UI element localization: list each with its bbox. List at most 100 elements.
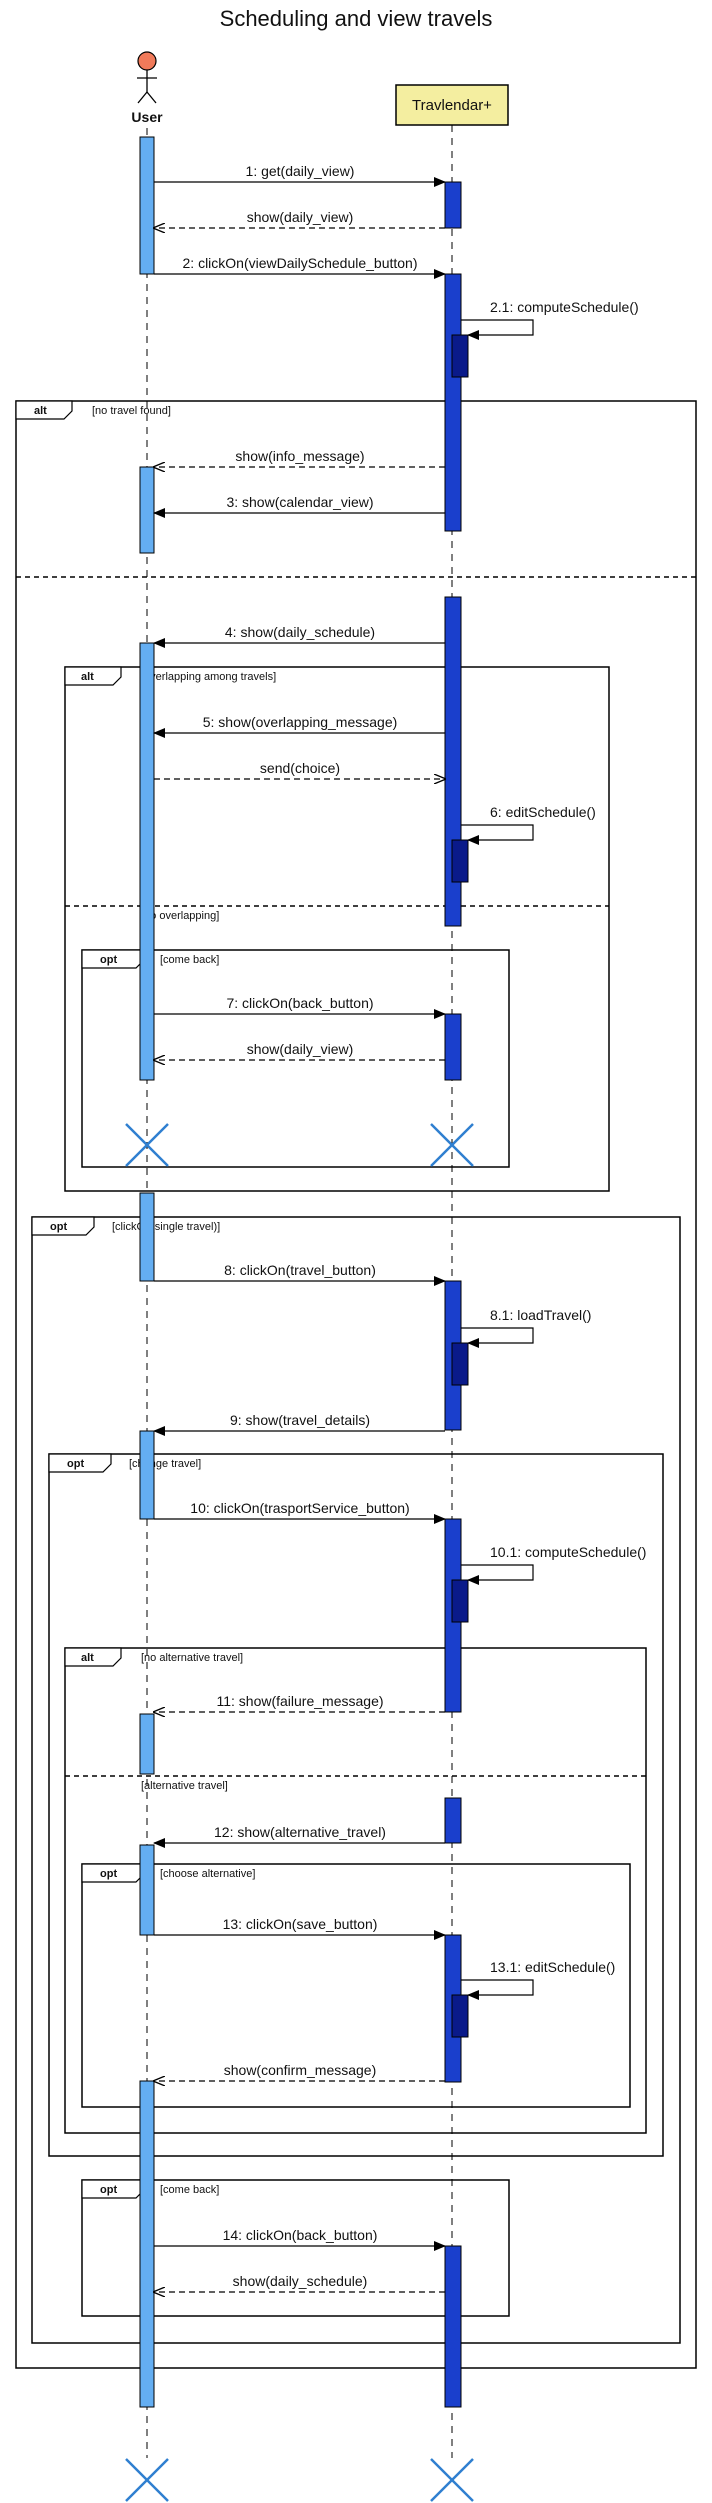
fragment-operator: opt	[50, 1221, 67, 1233]
system-activation	[444, 273, 462, 532]
message-label: 7: clickOn(back_button)	[226, 995, 373, 1011]
fragment-guard: [choose alternative]	[160, 1868, 255, 1880]
nested-activation	[451, 334, 469, 378]
fragment-guard: [clickOn(single travel)]	[112, 1221, 220, 1233]
system-activation	[444, 181, 462, 229]
user-activation	[139, 466, 155, 554]
user-activation	[139, 2080, 155, 2408]
message-label: 5: show(overlapping_message)	[203, 714, 398, 730]
fragment-alt-no-alternative: alt [no alternative travel] [alternative…	[64, 1647, 647, 2134]
message-show-daily-schedule: 4: show(daily_schedule)	[153, 624, 445, 648]
system-participant-label: Travlendar+	[412, 97, 492, 114]
message-edit-schedule-2: 13.1: editSchedule()	[461, 1959, 615, 2000]
fragment-guard: [come back]	[160, 2184, 219, 2196]
user-activation	[139, 1430, 155, 1520]
user-activation	[139, 1192, 155, 1282]
fragment-operator: alt	[81, 1652, 94, 1664]
fragment-operator: opt	[67, 1458, 84, 1470]
fragment-operator: opt	[100, 954, 117, 966]
fragment-else-guard: [alternative travel]	[141, 1780, 228, 1792]
message-show-overlapping-message: 5: show(overlapping_message)	[153, 714, 445, 738]
message-load-travel: 8.1: loadTravel()	[461, 1307, 591, 1348]
fragment-operator: opt	[100, 2184, 117, 2196]
destroy-icon	[430, 2458, 474, 2502]
fragment-opt-come-back: opt [come back]	[81, 949, 510, 1168]
diagram-title: Scheduling and view travels	[220, 6, 493, 31]
nested-activation	[451, 1342, 469, 1386]
message-click-back-button: 7: clickOn(back_button)	[154, 995, 446, 1019]
message-click-transport-service: 10: clickOn(trasportService_button)	[154, 1500, 446, 1524]
message-label: show(daily_schedule)	[233, 2273, 368, 2289]
system-activation	[444, 1013, 462, 1081]
fragment-guard: [no travel found]	[92, 405, 171, 417]
message-click-travel-button: 8: clickOn(travel_button)	[154, 1262, 446, 1286]
message-compute-schedule: 2.1: computeSchedule()	[461, 299, 639, 340]
message-label: 11: show(failure_message)	[216, 1693, 383, 1709]
fragment-alt-overlapping: alt [overlapping among travels] [no over…	[64, 666, 610, 1192]
user-activation	[139, 136, 155, 275]
message-label: show(info_message)	[235, 448, 364, 464]
fragment-opt-come-back-2: opt [come back]	[81, 2179, 510, 2317]
system-activation	[444, 2245, 462, 2408]
destroy-icon	[430, 1123, 474, 1167]
message-show-daily-schedule-2: show(daily_schedule)	[154, 2273, 445, 2292]
message-label: 4: show(daily_schedule)	[225, 624, 375, 640]
message-label: 13.1: editSchedule()	[490, 1959, 615, 1975]
fragment-guard: [no alternative travel]	[141, 1652, 243, 1664]
message-label: 14: clickOn(back_button)	[223, 2227, 378, 2243]
message-show-travel-details: 9: show(travel_details)	[153, 1412, 445, 1436]
message-show-info-message: show(info_message)	[154, 448, 445, 467]
actor-head-icon	[137, 51, 157, 71]
user-activation	[139, 1713, 155, 1775]
destroy-icon	[125, 1123, 169, 1167]
message-label: 13: clickOn(save_button)	[223, 1916, 378, 1932]
message-show-failure-message: 11: show(failure_message)	[154, 1693, 445, 1712]
fragment-alt-no-travel-found: alt [no travel found]	[15, 400, 697, 2369]
fragment-else-guard: [no overlapping]	[141, 910, 219, 922]
message-label: 8: clickOn(travel_button)	[224, 1262, 376, 1278]
user-actor: User	[131, 51, 163, 125]
nested-activation	[451, 1579, 469, 1623]
message-label: 3: show(calendar_view)	[226, 494, 373, 510]
message-label: show(daily_view)	[247, 209, 354, 225]
fragment-operator: alt	[81, 671, 94, 683]
message-label: show(confirm_message)	[224, 2062, 377, 2078]
user-activation	[139, 642, 155, 1081]
user-actor-label: User	[131, 109, 163, 125]
message-show-calendar-view: 3: show(calendar_view)	[153, 494, 445, 518]
system-participant: Travlendar+	[395, 84, 509, 126]
message-click-view-daily-schedule: 2: clickOn(viewDailySchedule_button)	[154, 255, 446, 279]
message-label: 10: clickOn(trasportService_button)	[190, 1500, 409, 1516]
message-click-save-button: 13: clickOn(save_button)	[154, 1916, 446, 1940]
user-activation	[139, 1844, 155, 1936]
system-activations	[444, 181, 469, 2408]
fragment-operator: opt	[100, 1868, 117, 1880]
nested-activation	[451, 1994, 469, 2038]
nested-activation	[451, 839, 469, 883]
message-label: 2.1: computeSchedule()	[490, 299, 639, 315]
message-label: 1: get(daily_view)	[246, 163, 355, 179]
message-send-choice: send(choice)	[154, 760, 445, 779]
fragment-opt-choose-alternative: opt [choose alternative]	[81, 1863, 631, 2108]
message-get-daily-view: 1: get(daily_view)	[154, 163, 446, 187]
message-label: 10.1: computeSchedule()	[490, 1544, 646, 1560]
message-label: 6: editSchedule()	[490, 804, 596, 820]
message-label: 9: show(travel_details)	[230, 1412, 370, 1428]
message-show-confirm-message: show(confirm_message)	[154, 2062, 445, 2081]
message-edit-schedule: 6: editSchedule()	[461, 804, 596, 845]
message-label: 12: show(alternative_travel)	[214, 1824, 386, 1840]
message-click-back-button-2: 14: clickOn(back_button)	[154, 2227, 446, 2251]
fragment-guard: [come back]	[160, 954, 219, 966]
message-show-daily-view: show(daily_view)	[154, 209, 445, 228]
message-show-daily-view-2: show(daily_view)	[154, 1041, 445, 1060]
message-label: send(choice)	[260, 760, 340, 776]
destroy-icon	[125, 2458, 169, 2502]
message-label: 2: clickOn(viewDailySchedule_button)	[183, 255, 418, 271]
fragment-opt-single-travel: opt [clickOn(single travel)]	[31, 1216, 681, 2344]
message-show-alternative-travel: 12: show(alternative_travel)	[153, 1824, 445, 1848]
fragment-guard: [overlapping among travels]	[141, 671, 276, 683]
system-activation	[444, 1797, 462, 1844]
user-activations	[139, 136, 155, 2408]
message-label: show(daily_view)	[247, 1041, 354, 1057]
